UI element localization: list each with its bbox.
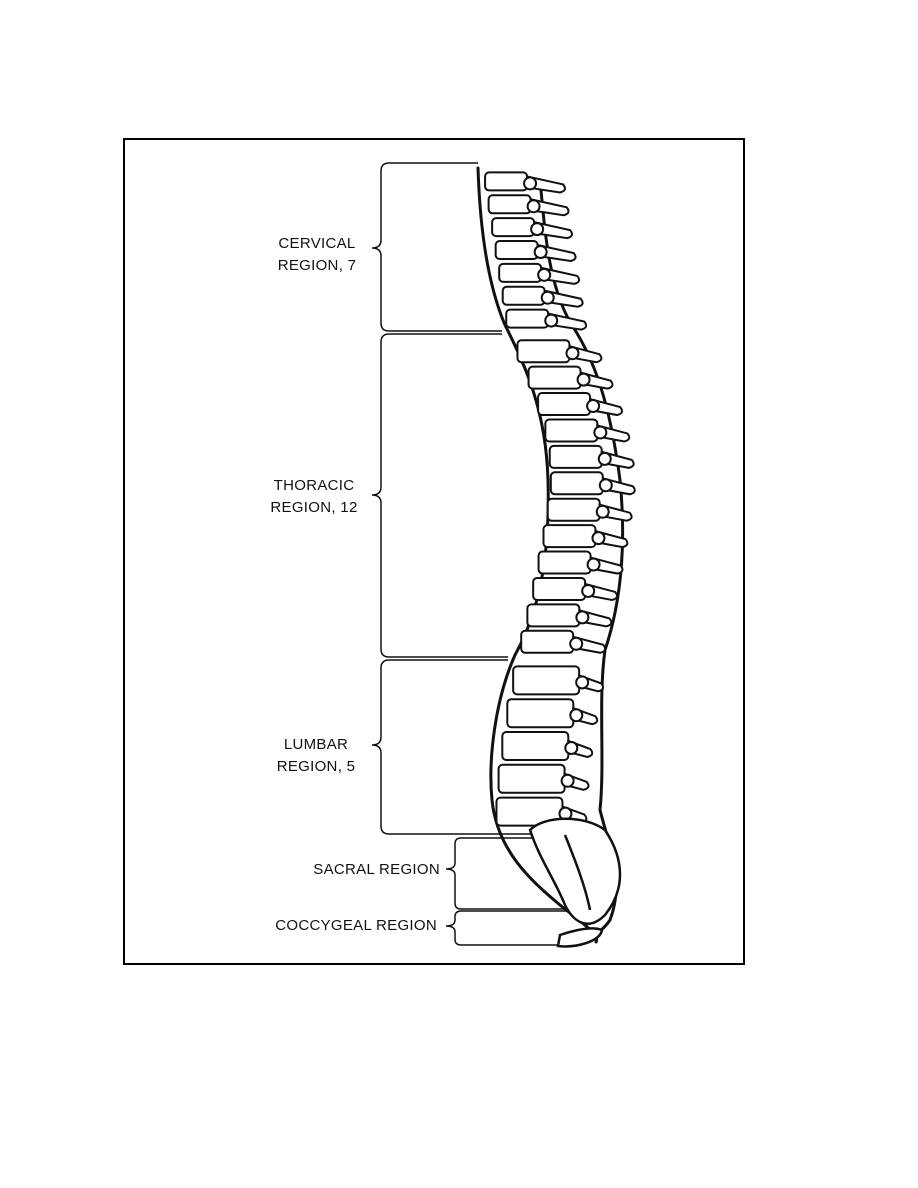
cervical-articular-facet-3 (530, 222, 545, 237)
thoracic-vertebra-10 (532, 576, 587, 601)
thoracic-vertebra-6 (549, 471, 604, 496)
region-brackets (371, 162, 590, 946)
thoracic-articular-facet-10 (581, 583, 596, 598)
cervical-vertebra-1 (484, 171, 529, 192)
label-sacral: SACRAL REGION (313, 861, 440, 878)
thoracic-vertebra-11 (526, 603, 581, 628)
thoracic-articular-facet-5 (597, 451, 612, 466)
thoracic-articular-facet-11 (575, 610, 590, 625)
cervical-spinous-process-4 (536, 243, 577, 263)
lumbar-articular-facet-1 (575, 675, 590, 690)
lumbar-vertebra-1 (512, 665, 581, 696)
thoracic-articular-facet-12 (569, 636, 584, 651)
thoracic-vertebra-9 (537, 550, 592, 575)
thoracic-vertebra-8 (542, 524, 597, 549)
lumbar-vertebra-2 (506, 698, 575, 729)
cervical-vertebra-2 (487, 194, 532, 215)
lumbar-articular-facet-4 (560, 773, 575, 788)
cervical-spinous-process-6 (543, 289, 584, 308)
thoracic-vertebra-3 (537, 392, 592, 417)
cervical-bracket (371, 162, 502, 332)
thoracic-articular-facet-9 (586, 557, 601, 572)
cervical-vertebra-4 (494, 240, 539, 260)
cervical-articular-facet-1 (523, 176, 538, 191)
cervical-articular-facet-2 (526, 199, 541, 214)
cervical-spinous-process-7 (547, 312, 588, 331)
lumbar-bracket (371, 659, 533, 835)
cervical-articular-facet-6 (540, 290, 555, 305)
thoracic-vertebra-2 (527, 365, 582, 390)
cervical-articular-facet-5 (537, 267, 552, 282)
thoracic-vertebra-5 (548, 444, 603, 469)
thoracic-articular-facet-4 (593, 425, 608, 440)
coccygeal-bracket (445, 910, 590, 946)
coccyx (556, 927, 604, 948)
label-coccygeal: COCCYGEAL REGION (275, 917, 437, 934)
cervical-spinous-process-2 (529, 198, 570, 217)
cervical-vertebra-3 (491, 217, 536, 238)
vertebrae-group (484, 171, 636, 827)
cervical-articular-facet-4 (533, 245, 548, 259)
cervical-vertebra-6 (501, 285, 546, 306)
lumbar-articular-facet-3 (564, 741, 579, 755)
cervical-spinous-process-1 (526, 175, 566, 194)
thoracic-articular-facet-7 (595, 504, 610, 519)
sacral-bracket (445, 837, 590, 910)
sacrum (528, 817, 622, 925)
thoracic-vertebra-1 (516, 339, 571, 364)
lumbar-vertebra-4 (497, 763, 566, 794)
lumbar-articular-facet-2 (569, 708, 584, 723)
thoracic-vertebra-12 (520, 629, 575, 654)
lumbar-vertebra-3 (501, 731, 570, 761)
thoracic-articular-facet-3 (586, 399, 601, 414)
cervical-vertebra-7 (505, 308, 550, 329)
cervical-vertebra-5 (498, 262, 543, 283)
thoracic-bracket (371, 333, 508, 658)
sacrum-ridge (563, 834, 592, 911)
cervical-spinous-process-5 (540, 266, 581, 285)
thoracic-articular-facet-8 (591, 531, 606, 546)
thoracic-vertebra-7 (546, 497, 601, 522)
thoracic-vertebra-4 (544, 418, 599, 443)
thoracic-articular-facet-2 (576, 372, 591, 387)
thoracic-articular-facet-6 (598, 478, 613, 493)
figure-frame (123, 138, 745, 965)
cervical-articular-facet-7 (544, 313, 559, 328)
cervical-spinous-process-3 (533, 220, 574, 240)
sacrum-coccyx (528, 817, 622, 948)
thoracic-articular-facet-1 (565, 346, 580, 361)
